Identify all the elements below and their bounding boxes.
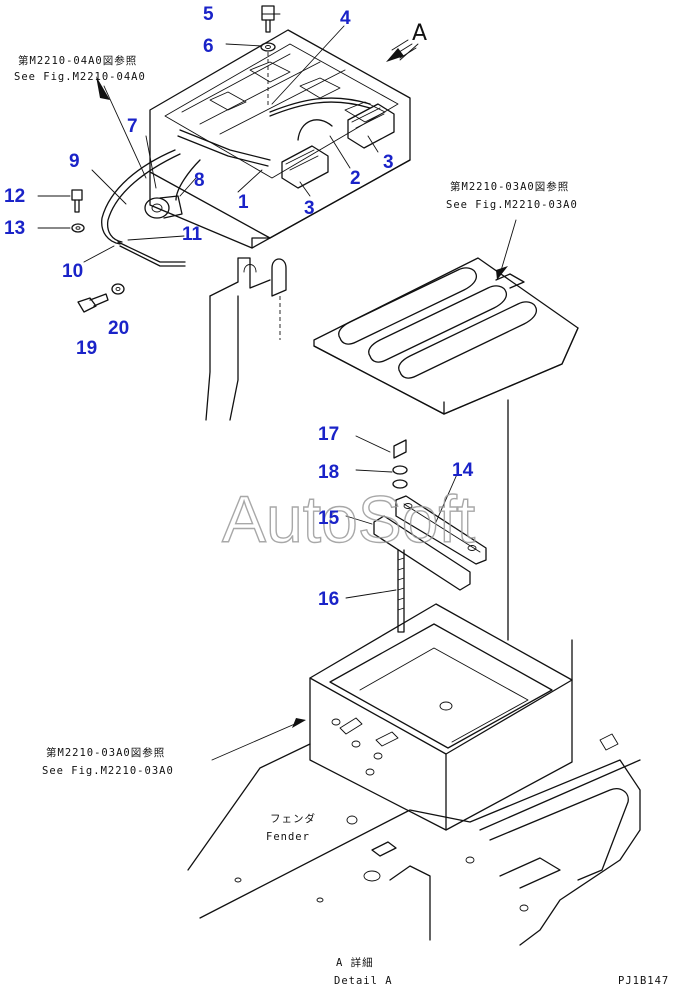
callout-20: 20 (108, 318, 129, 339)
fender-label-en: Fender (266, 831, 310, 843)
callout-11: 11 (182, 224, 203, 245)
fender (187, 399, 641, 946)
view-a-arrow-icon (386, 48, 404, 62)
detail-label-en: Detail A (334, 975, 393, 987)
view-marker: A (412, 21, 427, 46)
top-bolt (260, 5, 276, 108)
circuit-breaker (144, 195, 183, 219)
ref-04a0-jp: 第M2210-04A0図参照 (18, 54, 137, 67)
ref-arrow-04a0 (96, 76, 110, 100)
callout-16: 16 (318, 589, 339, 610)
hold-down-parts (373, 439, 487, 633)
callout-1: 1 (238, 192, 249, 213)
ref-03a0-low-en: See Fig.M2210-03A0 (42, 765, 174, 777)
callout-6: 6 (203, 36, 214, 57)
lower-battery-tray (309, 603, 573, 831)
ref-04a0-en: See Fig.M2210-04A0 (14, 71, 146, 83)
ref-arrow-03a0-top (496, 266, 508, 280)
side-hardware (71, 189, 125, 313)
drawing-code: PJ1B147 (618, 975, 669, 987)
callout-2: 2 (350, 168, 361, 189)
battery-cover (313, 257, 579, 415)
part-callouts: 5 6 4 7 9 8 1 2 3 3 12 13 10 11 19 20 17… (4, 4, 474, 610)
callout-17: 17 (318, 424, 339, 445)
callout-3-upper: 3 (383, 152, 394, 173)
callout-15: 15 (318, 508, 340, 529)
ref-03a0-top-jp: 第M2210-03A0図参照 (450, 180, 569, 193)
callout-14: 14 (452, 460, 474, 481)
watermark: AutoSoft (222, 482, 475, 556)
battery-terminals (281, 103, 395, 189)
callout-19: 19 (76, 338, 97, 359)
fender-label-jp: フェンダ (270, 812, 316, 825)
callout-13: 13 (4, 218, 25, 239)
callout-7: 7 (127, 116, 138, 137)
labels: フェンダ Fender A 詳細 Detail A PJ1B147 (266, 812, 669, 987)
leader-lines (37, 13, 517, 761)
callout-3-lower: 3 (304, 198, 315, 219)
ref-arrow-03a0-low (292, 718, 306, 728)
view-a-arrow-hatch (391, 39, 417, 59)
callout-12: 12 (4, 186, 25, 207)
upper-battery-box (149, 29, 411, 249)
callout-5: 5 (203, 4, 214, 25)
detail-label-jp: A 詳細 (336, 956, 374, 969)
battery-cables (101, 97, 371, 267)
reference-notes: 第M2210-04A0図参照 See Fig.M2210-04A0 第M2210… (14, 54, 578, 777)
ref-03a0-top-en: See Fig.M2210-03A0 (446, 199, 578, 211)
support-bracket (205, 257, 287, 421)
callout-9: 9 (69, 151, 80, 172)
callout-18: 18 (318, 462, 339, 483)
ref-03a0-low-jp: 第M2210-03A0図参照 (46, 746, 165, 759)
callout-10: 10 (62, 261, 83, 282)
callout-8: 8 (194, 170, 205, 191)
callout-4: 4 (340, 8, 351, 29)
